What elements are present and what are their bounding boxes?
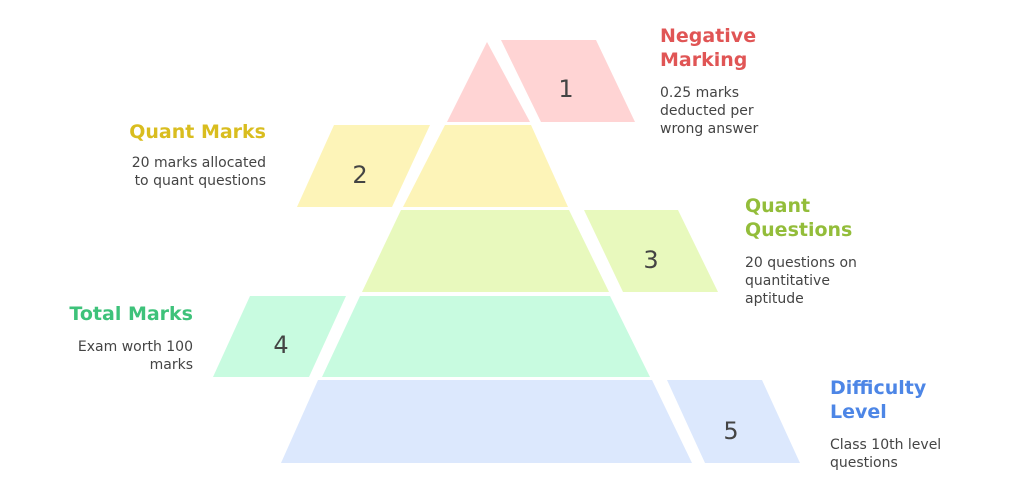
level-2-label: Quant Marks 20 marks allocated to quant …	[100, 120, 266, 190]
level-number-3: 3	[643, 246, 658, 274]
level-3-title: Quant Questions	[745, 195, 853, 241]
level-4-label: Total Marks Exam worth 100 marks	[40, 302, 193, 374]
number-tab-2	[297, 125, 430, 207]
level-3-description: 20 questions on quantitative aptitude	[745, 255, 857, 307]
number-tab-1	[501, 40, 635, 122]
level-3-label: Quant Questions 20 questions on quantita…	[745, 194, 875, 308]
pyramid-layer-1	[447, 42, 530, 122]
level-4-title: Total Marks	[69, 303, 193, 325]
pyramid-layer-2	[403, 125, 568, 207]
level-1-title: Negative Marking	[660, 25, 757, 71]
level-5-title: Difficulty Level	[830, 377, 927, 423]
number-tab-3	[584, 210, 718, 292]
level-5-label: Difficulty Level Class 10th level questi…	[830, 376, 960, 472]
level-number-2: 2	[352, 161, 367, 189]
level-1-description: 0.25 marks deducted per wrong answer	[660, 85, 759, 137]
level-number-5: 5	[723, 417, 738, 445]
pyramid-layer-4	[322, 296, 650, 377]
number-tab-4	[213, 296, 346, 377]
level-4-description: Exam worth 100 marks	[77, 339, 193, 373]
level-number-4: 4	[273, 331, 288, 359]
pyramid-layer-3	[362, 210, 609, 292]
pyramid-layer-5	[281, 380, 692, 463]
level-1-label: Negative Marking 0.25 marks deducted per…	[660, 24, 800, 138]
level-2-description: 20 marks allocated to quant questions	[131, 155, 266, 189]
level-5-description: Class 10th level questions	[830, 437, 942, 471]
number-tab-5	[667, 380, 800, 463]
level-2-title: Quant Marks	[129, 121, 266, 143]
level-number-1: 1	[558, 75, 573, 103]
